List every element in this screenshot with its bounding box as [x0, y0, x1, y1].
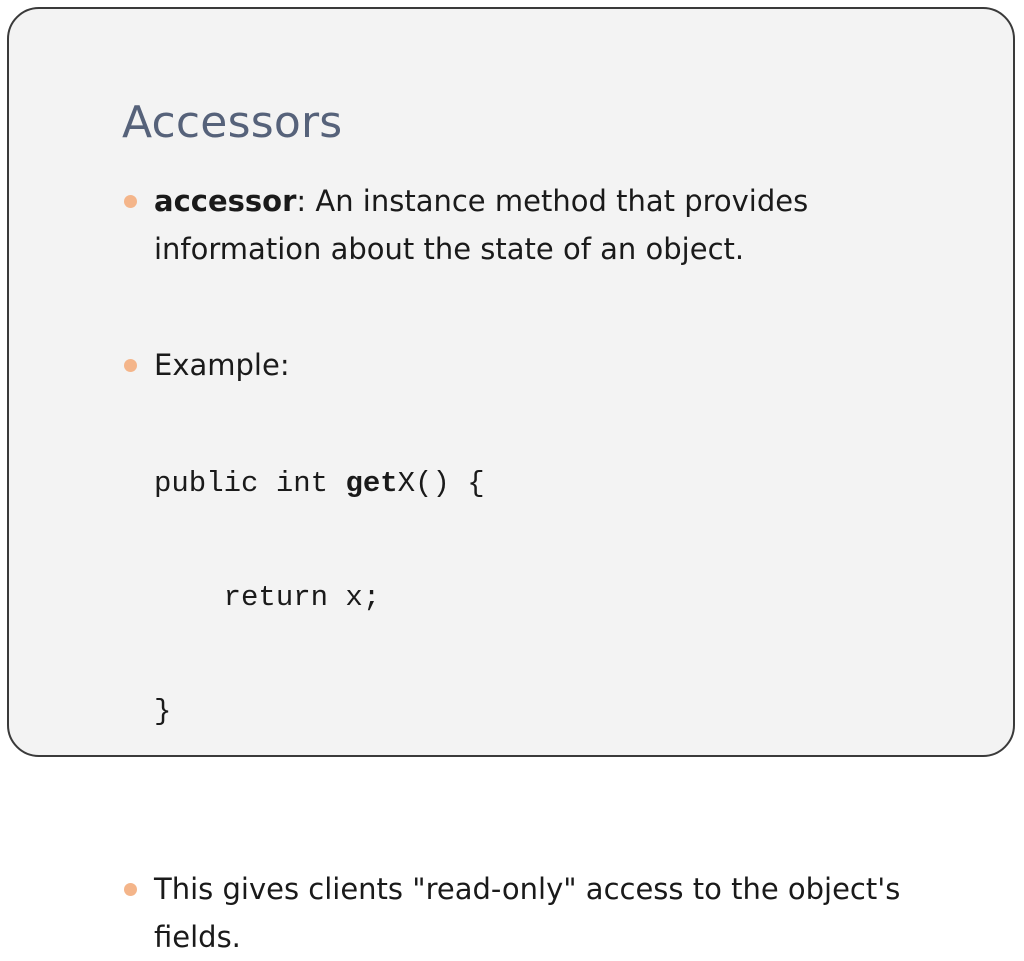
slide-frame: Accessors accessor: An instance method t… [7, 7, 1015, 954]
bullet-list: accessor: An instance method that provid… [124, 177, 984, 961]
spacer [124, 273, 984, 341]
read-only-text: This gives clients "read-only" access to… [154, 872, 901, 954]
code-block: public int getX() { return x; } [124, 389, 984, 807]
bullet-dot-icon [124, 883, 137, 896]
code-line-1: public int getX() { [154, 467, 485, 500]
definition-text: : An instance method that provides infor… [154, 184, 809, 266]
bullet-item-read-only: This gives clients "read-only" access to… [124, 865, 984, 961]
bullet-dot-icon [124, 359, 137, 372]
spacer [124, 807, 984, 865]
code-line-3: } [154, 695, 172, 728]
bullet-item-accessor: accessor: An instance method that provid… [124, 177, 984, 273]
example-label: Example: [154, 348, 290, 382]
term-accessor: accessor [154, 184, 297, 218]
slide-title: Accessors [122, 97, 343, 148]
code-bold-get: get [345, 467, 398, 500]
code-line-2: return x; [154, 581, 381, 614]
bullet-item-example: Example: [124, 341, 984, 389]
bullet-dot-icon [124, 195, 137, 208]
